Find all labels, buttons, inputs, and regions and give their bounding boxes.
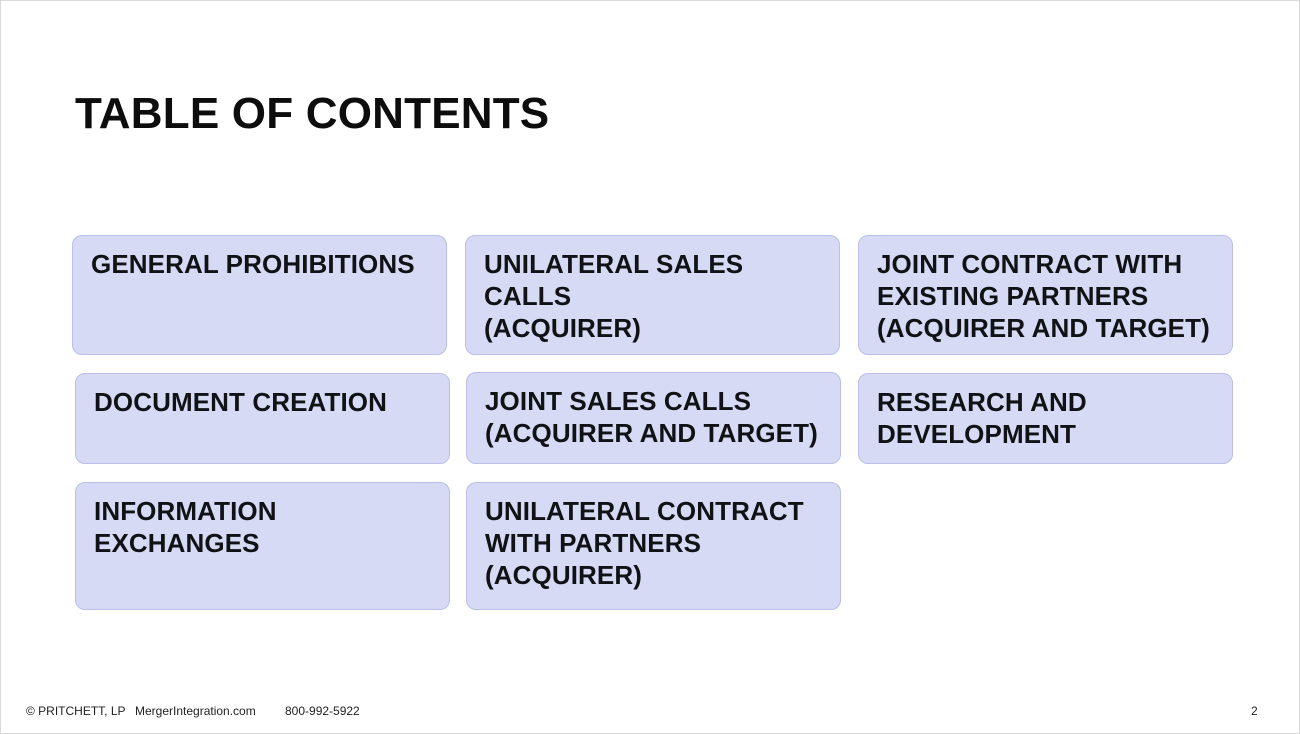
toc-card-label: INFORMATION EXCHANGES bbox=[94, 496, 277, 558]
footer-phone: 800-992-5922 bbox=[285, 704, 360, 718]
footer-website: MergerIntegration.com bbox=[135, 704, 256, 718]
toc-card-label: RESEARCH AND DEVELOPMENT bbox=[877, 387, 1087, 449]
toc-card-document-creation[interactable]: DOCUMENT CREATION bbox=[75, 373, 450, 464]
toc-card-label: UNILATERAL CONTRACT WITH PARTNERS (ACQUI… bbox=[485, 496, 804, 590]
toc-card-label: JOINT SALES CALLS (ACQUIRER AND TARGET) bbox=[485, 386, 818, 448]
toc-card-joint-sales-calls[interactable]: JOINT SALES CALLS (ACQUIRER AND TARGET) bbox=[466, 372, 841, 464]
toc-card-information-exchanges[interactable]: INFORMATION EXCHANGES bbox=[75, 482, 450, 610]
toc-card-label: GENERAL PROHIBITIONS bbox=[91, 249, 415, 279]
toc-card-joint-contract-existing-partners[interactable]: JOINT CONTRACT WITH EXISTING PARTNERS (A… bbox=[858, 235, 1233, 355]
page-number: 2 bbox=[1251, 704, 1258, 718]
footer-copyright: © PRITCHETT, LP bbox=[26, 704, 126, 718]
toc-card-label: UNILATERAL SALES CALLS (ACQUIRER) bbox=[484, 249, 744, 343]
toc-card-general-prohibitions[interactable]: GENERAL PROHIBITIONS bbox=[72, 235, 447, 355]
toc-card-unilateral-sales-calls[interactable]: UNILATERAL SALES CALLS (ACQUIRER) bbox=[465, 235, 840, 355]
toc-card-label: DOCUMENT CREATION bbox=[94, 387, 387, 417]
page-title: TABLE OF CONTENTS bbox=[75, 89, 550, 138]
toc-card-unilateral-contract-partners[interactable]: UNILATERAL CONTRACT WITH PARTNERS (ACQUI… bbox=[466, 482, 841, 610]
toc-card-label: JOINT CONTRACT WITH EXISTING PARTNERS (A… bbox=[877, 249, 1210, 343]
toc-card-research-and-development[interactable]: RESEARCH AND DEVELOPMENT bbox=[858, 373, 1233, 464]
